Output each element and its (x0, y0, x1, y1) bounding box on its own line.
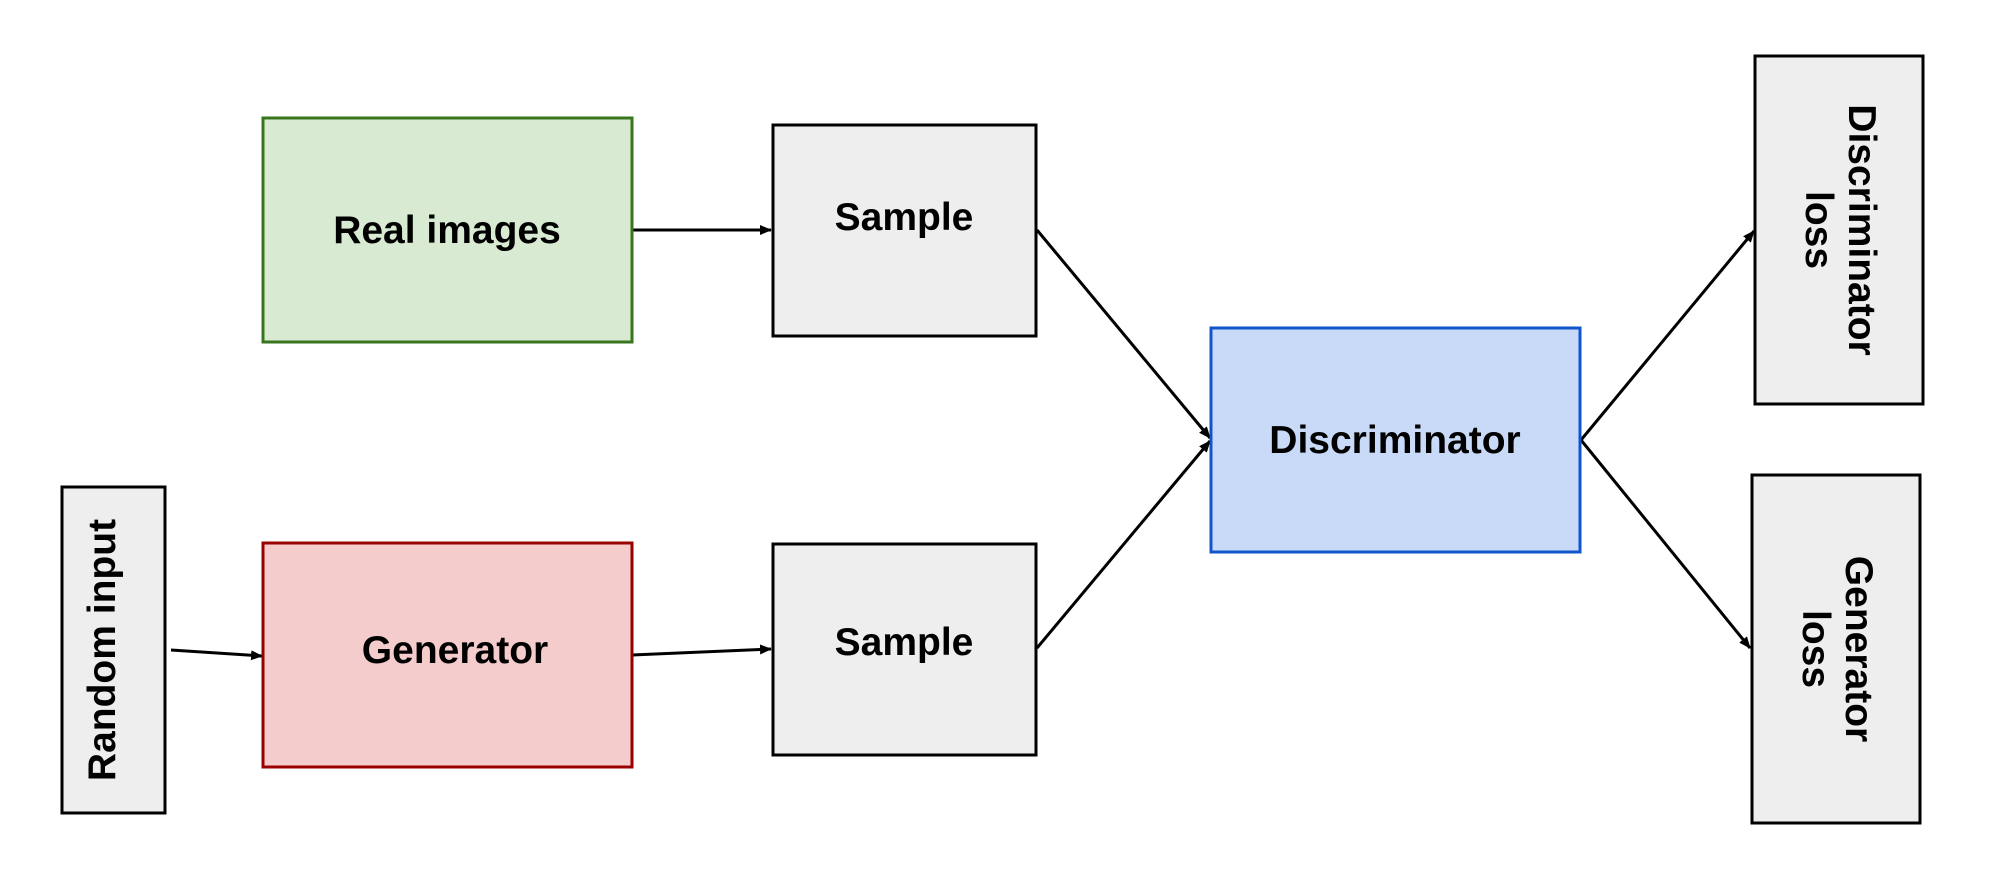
discriminator-node: Discriminator (1209, 326, 1582, 554)
real-images-node: Real images (261, 116, 634, 344)
random-input-box (60, 485, 167, 815)
edge-discriminator-to-generator-loss (1579, 439, 1752, 649)
real-images-label: Real images (333, 209, 561, 252)
generator-loss-label-line2: loss (1794, 610, 1837, 688)
generator-box (261, 541, 634, 769)
discriminator-loss-label-line1: Discriminator (1840, 104, 1883, 355)
real-images-box (261, 116, 634, 344)
generator-node: Generator (261, 541, 634, 769)
generator-loss-node: Generator loss (1750, 473, 1922, 825)
generator-loss-box (1750, 473, 1922, 825)
edge-sample-top-to-discriminator (1035, 229, 1212, 439)
sample-bottom-label: Sample (835, 621, 974, 664)
discriminator-label: Discriminator (1269, 419, 1520, 462)
sample-top-box (771, 123, 1038, 338)
discriminator-box (1209, 326, 1582, 554)
random-input-node: Random input (60, 485, 167, 815)
sample-bottom-node: Sample (771, 542, 1038, 757)
edge-discriminator-to-discriminator-loss (1579, 230, 1756, 441)
edge-sample-bottom-to-discriminator (1035, 440, 1212, 649)
sample-bottom-box (771, 542, 1038, 757)
edge-generator-to-sample (631, 644, 772, 657)
sample-top-node: Sample (771, 123, 1038, 338)
sample-top-label: Sample (835, 196, 974, 239)
generator-label: Generator (362, 629, 548, 672)
discriminator-loss-label-line2: loss (1797, 191, 1840, 269)
discriminator-loss-box (1753, 54, 1925, 406)
edges (170, 225, 1756, 661)
discriminator-loss-node: Discriminator loss (1753, 54, 1925, 406)
generator-loss-label-line1: Generator (1837, 556, 1880, 742)
edge-random-input-to-generator (170, 648, 263, 661)
random-input-label: Random input (81, 519, 124, 781)
